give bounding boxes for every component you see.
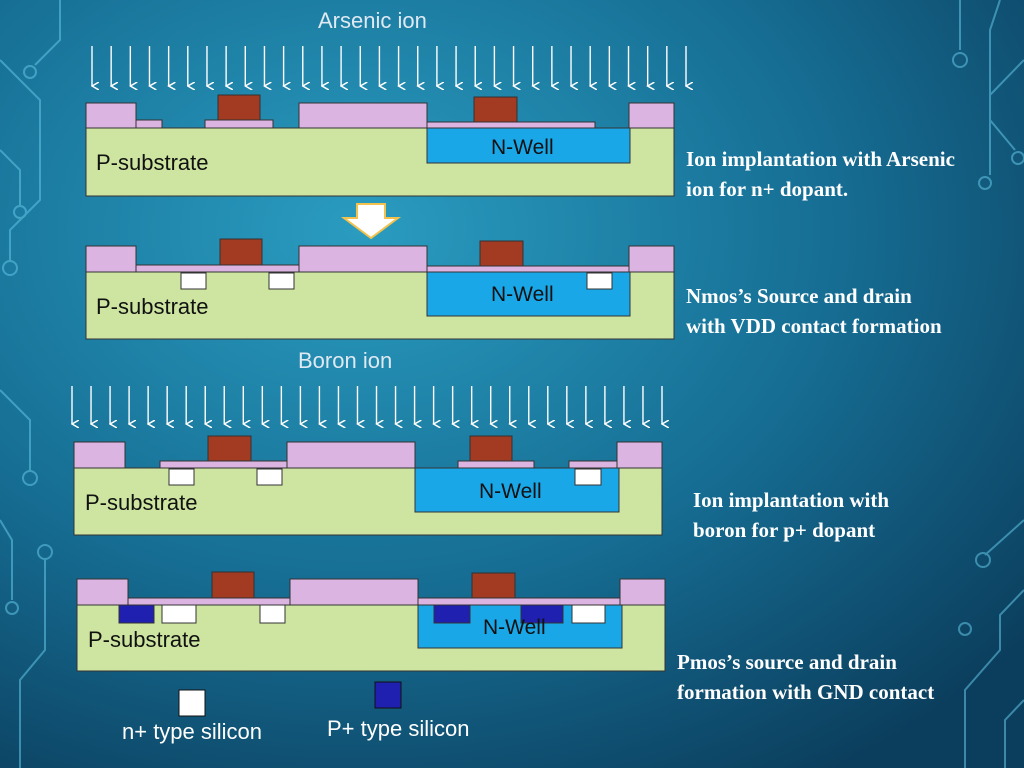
arsenic-ion-label: Arsenic ion [318,8,427,33]
gate-2 [479,240,524,267]
caption-step-2: Nmos’s Source and drain with VDD contact… [686,281,942,341]
field-oxide-2 [628,245,675,273]
gate-3 [207,435,252,462]
gate-oxide-1 [426,121,596,129]
gate-oxide-3 [159,460,288,469]
caption-step-1-line-2: ion for n+ dopant. [686,177,849,201]
n-well-1 [426,127,631,164]
substrate-label-1: P-substrate [96,150,209,175]
field-oxide-1 [85,102,137,129]
thin-oxide-4 [417,597,621,606]
caption-step-1-line-1: Ion implantation with Arsenic [686,147,955,171]
well-label-1: N-Well [491,136,554,159]
n-plus-region-2 [268,272,295,290]
legend-p-plus-label: P+ type silicon [327,716,470,741]
p-plus-region-4 [520,604,564,624]
field-oxide-2 [85,245,137,273]
gate-oxide-1 [204,119,274,129]
n-plus-region-4 [571,604,606,624]
n-plus-region-3 [256,468,283,486]
well-label-3: N-Well [479,480,542,503]
n-plus-region-3 [168,468,195,486]
thin-oxide-2 [426,265,630,273]
well-label-2: N-Well [491,283,554,306]
n-plus-region-4 [161,604,197,624]
caption-step-4-line-1: Pmos’s source and drain [677,650,897,674]
field-oxide-4 [289,578,419,606]
thin-oxide-4 [127,597,291,606]
gate-1 [217,94,261,121]
substrate-label-3: P-substrate [85,490,198,515]
legend-n-plus-label: n+ type silicon [122,719,263,744]
n-plus-region-2 [586,272,613,290]
thin-oxide-1 [135,119,163,129]
caption-step-3: Ion implantation with boron for p+ dopan… [693,485,889,545]
caption-step-4: Pmos’s source and drain formation with G… [677,647,934,707]
p-plus-region-4 [118,604,155,624]
p-plus-region-4 [433,604,471,624]
thin-oxide-2 [135,264,300,273]
field-oxide-3 [286,441,416,469]
caption-step-2-line-2: with VDD contact formation [686,314,942,338]
field-oxide-1 [628,102,675,129]
gate-4 [471,572,516,599]
substrate-label-2: P-substrate [96,294,209,319]
n-plus-region-3 [574,468,602,486]
field-oxide-3 [616,441,663,469]
gate-3 [469,435,513,462]
gate-1 [473,96,518,123]
caption-step-4-line-2: formation with GND contact [677,680,935,704]
caption-step-3-line-2: boron for p+ dopant [693,518,876,542]
substrate-label-4: P-substrate [88,627,201,652]
gate-2 [219,238,263,266]
field-oxide-3 [73,441,126,469]
field-oxide-2 [298,245,428,273]
n-plus-region-4 [259,604,286,624]
gate-4 [211,571,255,599]
field-oxide-4 [619,578,666,606]
n-plus-region-2 [180,272,207,290]
gate-oxide-3 [457,460,535,469]
field-oxide-4 [76,578,129,606]
well-label-4: N-Well [483,616,546,639]
caption-step-3-line-1: Ion implantation with [693,488,890,512]
process-arrow-down [340,203,402,240]
legend-p-plus-swatch [374,681,402,709]
field-oxide-1 [298,102,428,129]
caption-step-1: Ion implantation with Arsenic ion for n+… [686,144,955,204]
boron-ion-label: Boron ion [298,348,393,373]
thin-oxide-3 [568,460,618,469]
legend-n-plus-swatch [178,689,206,717]
caption-step-2-line-1: Nmos’s Source and drain [686,284,912,308]
